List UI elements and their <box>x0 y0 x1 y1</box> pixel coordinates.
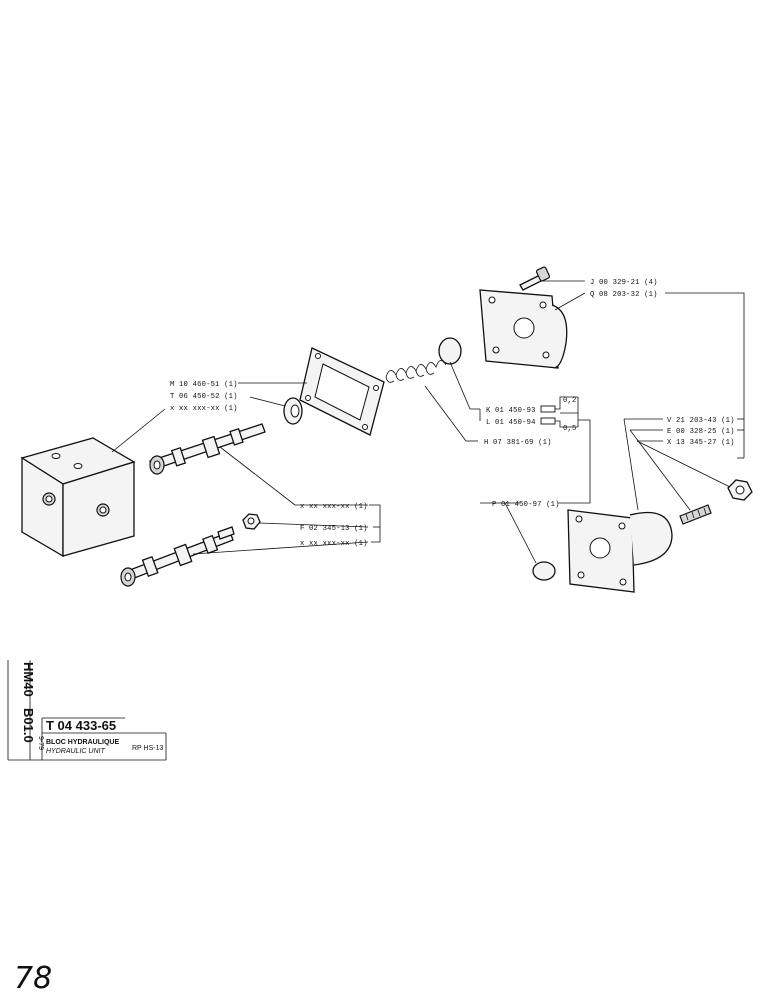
title-french: BLOC HYDRAULIQUE <box>46 739 119 746</box>
label-l: L 01 450-94 <box>486 419 536 427</box>
label-m: M 10 460-51 (1) <box>170 381 238 389</box>
page-number: 78 <box>14 961 52 996</box>
upper-spool <box>149 423 266 475</box>
spring <box>385 360 447 383</box>
label-x3: x xx xxx-xx (1) <box>300 540 368 548</box>
title-english: HYDRAULIC UNIT <box>46 748 105 755</box>
plug-disc-lower <box>532 561 556 581</box>
washer <box>283 397 303 425</box>
plug-disc-upper <box>438 337 462 365</box>
hex-nut-small <box>242 513 261 530</box>
label-v: V 21 203-43 (1) <box>667 417 735 425</box>
label-x13: X 13 345-27 (1) <box>667 439 735 447</box>
leader-lines <box>111 280 745 564</box>
variant-code: RP HS-13 <box>132 745 163 752</box>
callout-labels: J 00 329-21 (4) Q 08 203-32 (1) M 10 460… <box>170 279 735 548</box>
label-p: P 01 450-97 (1) <box>492 501 560 509</box>
label-t: T 06 450-52 (1) <box>170 393 238 401</box>
hex-nut-large <box>727 479 753 501</box>
label-q: Q 08 203-32 (1) <box>590 291 658 299</box>
reference-number: T 04 433-65 <box>46 718 116 733</box>
label-k: K 01 450-93 <box>486 407 536 415</box>
title-block: HM40 B01.0 9-79 T 04 433-65 BLOC HYDRAUL… <box>7 660 167 761</box>
set-screw <box>679 504 712 525</box>
cap-screw-upper <box>519 266 551 291</box>
size-bracket <box>540 396 579 428</box>
label-j: J 00 329-21 (4) <box>590 279 658 287</box>
label-l-size: 0,5 <box>563 425 577 433</box>
lower-spool <box>120 526 235 587</box>
label-e: E 00 328-25 (1) <box>667 428 735 436</box>
section-code: B01.0 <box>21 708 36 743</box>
label-k-size: 0,2 <box>563 397 577 405</box>
issue-date: 9-79 <box>37 736 44 750</box>
flange-cover-upper <box>479 289 568 369</box>
label-f: F 02 345-13 (1) <box>300 525 368 533</box>
label-x1: x xx xxx-xx (1) <box>170 405 238 413</box>
label-x2: x xx xxx-xx (1) <box>300 503 368 511</box>
flange-cover-lower <box>567 509 673 593</box>
gasket-plate <box>299 347 385 436</box>
hydraulic-block <box>20 437 136 558</box>
model-code: HM40 <box>21 662 36 697</box>
label-h: H 07 381-69 (1) <box>484 439 552 447</box>
